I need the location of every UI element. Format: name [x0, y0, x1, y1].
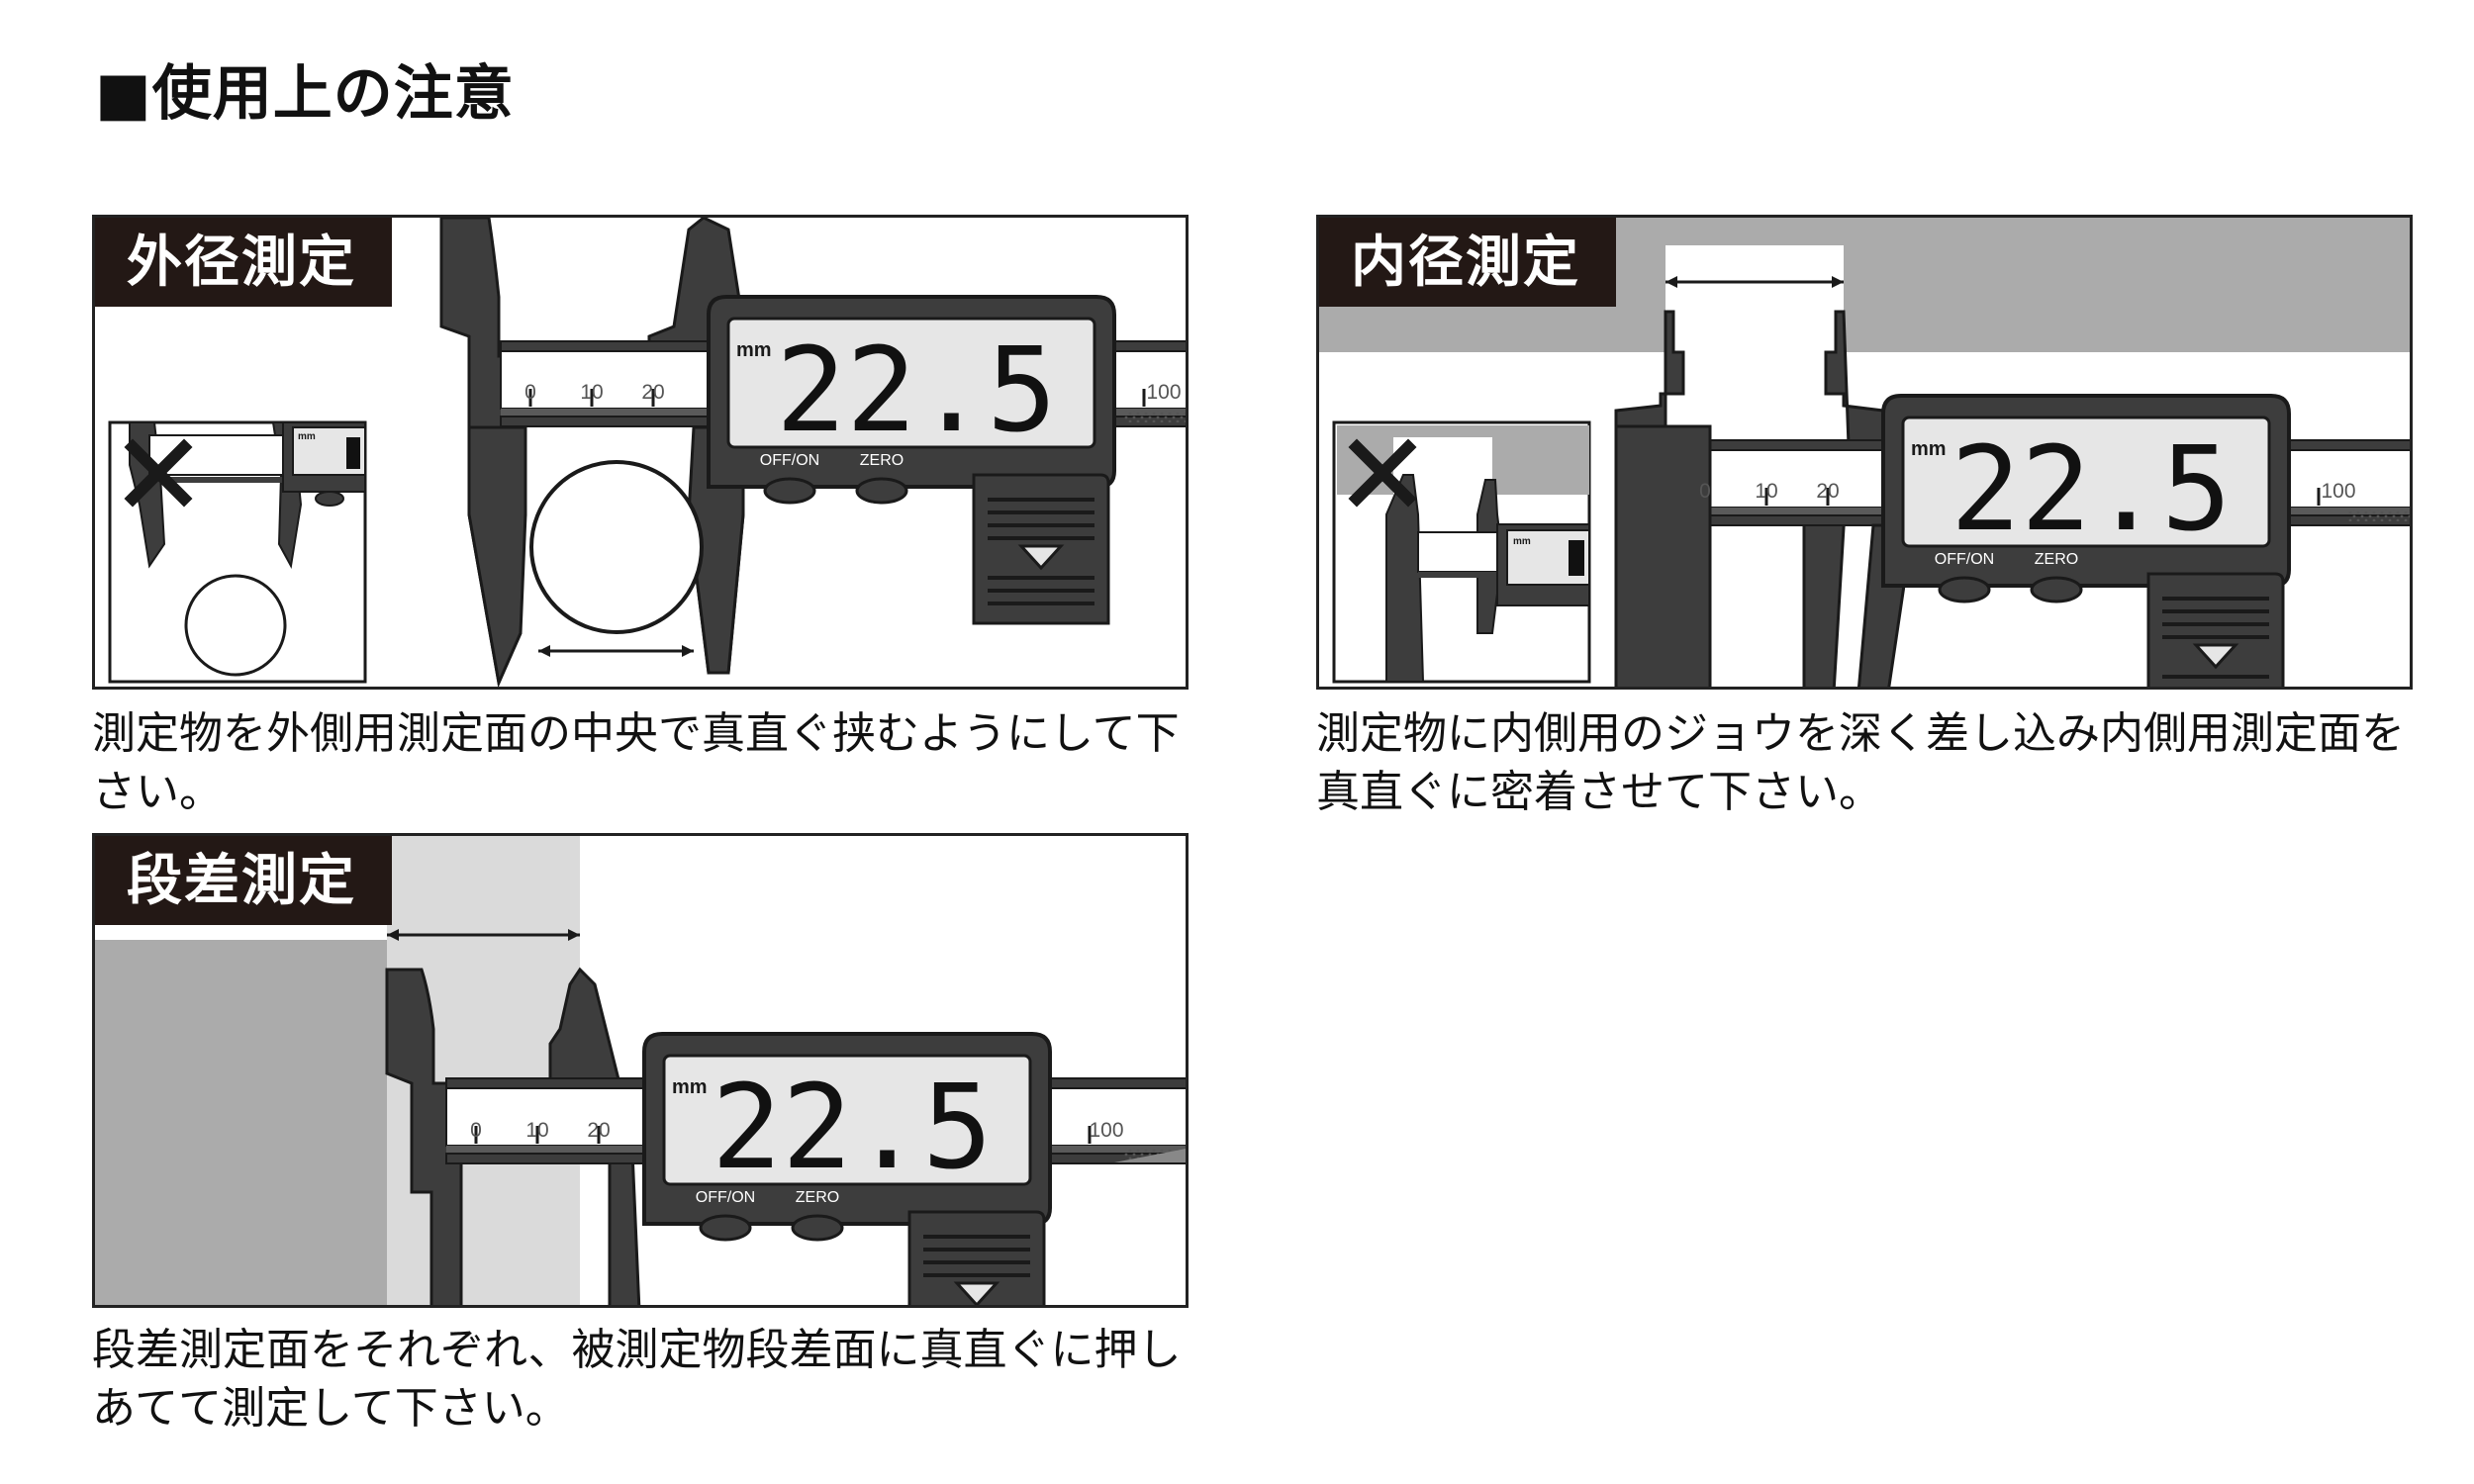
step-scale-label-100: 100	[1089, 1119, 1123, 1142]
inset-lcd-unit: mm	[298, 431, 316, 442]
page-title: ■使用上の注意	[95, 59, 515, 129]
inner-button-label-zero: ZERO	[2035, 551, 2078, 568]
panel-outer-diameter: 0 10 20 100 mm 22.5 OFF/ON ZERO mm 外径	[92, 215, 1189, 690]
caption-step: 段差測定面をそれぞれ、被測定物段差面に真直ぐに押しあてて測定して下さい。	[92, 1325, 1182, 1434]
inner-lcd-reading: 22.5	[1951, 420, 2232, 557]
scale-label-0: 0	[524, 381, 536, 404]
panel-label-outer: 外径測定	[95, 218, 392, 307]
rack-hatch	[1124, 411, 1186, 422]
step-block	[95, 940, 387, 1305]
lcd-reading: 22.5	[776, 322, 1057, 458]
inner-scale-label-0: 0	[1699, 480, 1711, 503]
inner-fixed-jaw-lower	[1614, 424, 1712, 687]
step-scale-label-10: 10	[525, 1119, 548, 1142]
step-button-label-zero: ZERO	[796, 1189, 839, 1206]
inset-wrong-usage: mm	[108, 420, 367, 684]
caption-outer-diameter: 測定物を外側用測定面の中央で真直ぐ挟むようにして下さい。	[92, 708, 1180, 817]
panel-step: 0 10 20 100 mm 22.5 OFF/ON ZERO 段差測定	[92, 833, 1189, 1308]
cross-mark-icon	[124, 438, 193, 508]
outer-diameter-illustration: 0 10 20 100 mm 22.5 OFF/ON ZERO mm	[108, 218, 1186, 687]
workpiece-circle	[529, 460, 704, 634]
inner-button-label-off-on: OFF/ON	[1935, 551, 1994, 568]
panel-label-inner: 内径測定	[1319, 218, 1616, 307]
step-lcd-unit: mm	[672, 1076, 708, 1098]
step-illustration: 0 10 20 100 mm 22.5 OFF/ON ZERO	[95, 836, 1186, 1305]
inner-rack-hatch	[2348, 510, 2410, 521]
scale-label-100: 100	[1146, 381, 1181, 404]
caption-inner-diameter: 測定物に内側用のジョウを深く差し込み内側用測定面を真直ぐに密着させて下さい。	[1316, 708, 2405, 817]
inner-cross-mark-icon	[1348, 438, 1417, 508]
step-fixed-jaw	[385, 968, 463, 1305]
inner-inset-wrong-usage: mm	[1332, 420, 1591, 684]
button-label-off-on: OFF/ON	[760, 452, 819, 469]
step-moving-jaw	[548, 967, 641, 1305]
fixed-jaw-lower	[467, 425, 527, 687]
inner-scale-label-10: 10	[1755, 480, 1777, 503]
step-scale-label-20: 20	[587, 1119, 610, 1142]
panel-label-step: 段差測定	[95, 836, 392, 925]
step-button-label-off-on: OFF/ON	[696, 1189, 755, 1206]
button-label-zero: ZERO	[860, 452, 904, 469]
lcd-unit: mm	[736, 339, 772, 361]
inset-workpiece	[184, 574, 287, 677]
inner-lcd-unit: mm	[1911, 438, 1947, 460]
scale-label-10: 10	[580, 381, 603, 404]
step-lcd-reading: 22.5	[712, 1059, 993, 1195]
scale-label-20: 20	[641, 381, 664, 404]
step-scale-label-0: 0	[470, 1119, 482, 1142]
inner-bore	[1665, 245, 1844, 352]
inner-inset-lcd-unit: mm	[1513, 536, 1531, 547]
panel-inner-diameter: 0 10 20 100 mm 22.5 OFF/ON ZERO mm 内径測定	[1316, 215, 2413, 690]
inner-scale-label-20: 20	[1816, 480, 1839, 503]
inner-scale-label-100: 100	[2321, 480, 2355, 503]
